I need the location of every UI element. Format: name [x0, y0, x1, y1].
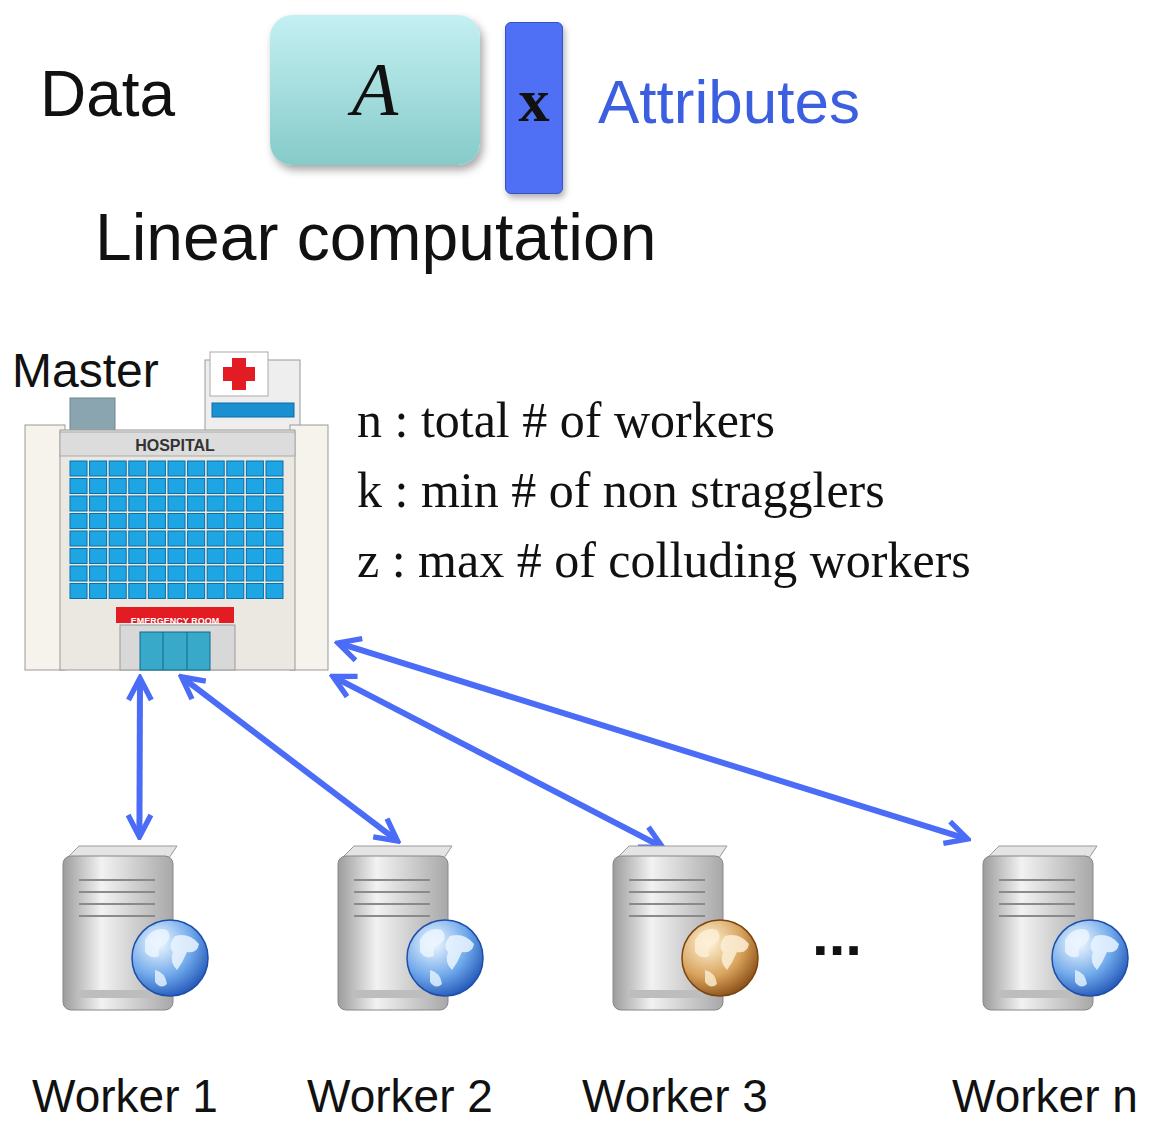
server-icon	[280, 840, 520, 1070]
data-matrix-box: A	[270, 15, 480, 165]
server-icon	[5, 840, 245, 1070]
bidirectional-link	[136, 679, 143, 836]
worker-label: Worker n	[952, 1070, 1138, 1123]
matrix-symbol: A	[352, 46, 398, 133]
worker-label: Worker 2	[307, 1070, 493, 1123]
server-icon	[555, 840, 795, 1070]
server-icon	[925, 840, 1165, 1070]
building-sign: HOSPITAL	[135, 437, 215, 455]
ellipsis-mark: ...	[812, 900, 862, 969]
worker-server: Worker 2	[280, 840, 520, 1130]
parameter-definition: k : min # of non stragglers	[357, 462, 885, 520]
building-sign: EMERGENCY ROOM	[131, 616, 219, 626]
worker-label: Worker 3	[582, 1070, 768, 1123]
bidirectional-link	[339, 643, 967, 839]
attribute-vector-box: x	[505, 22, 563, 194]
section-title: Linear computation	[95, 200, 656, 276]
bidirectional-link	[334, 677, 662, 847]
bidirectional-link	[182, 677, 397, 840]
worker-server: Worker 1	[5, 840, 245, 1130]
master-hospital: MasterHOSPITAL EMERGENCY ROOM	[10, 345, 335, 675]
section-label: Data	[40, 58, 175, 132]
worker-server: Worker n	[925, 840, 1165, 1130]
worker-server: Worker 3	[555, 840, 795, 1130]
parameter-definition: n : total # of workers	[357, 392, 775, 450]
node-heading: Master	[12, 343, 159, 398]
worker-label: Worker 1	[32, 1070, 218, 1123]
vector-symbol: x	[519, 65, 550, 136]
parameter-definition: z : max # of colluding workers	[357, 532, 971, 590]
section-label: Attributes	[598, 66, 860, 137]
